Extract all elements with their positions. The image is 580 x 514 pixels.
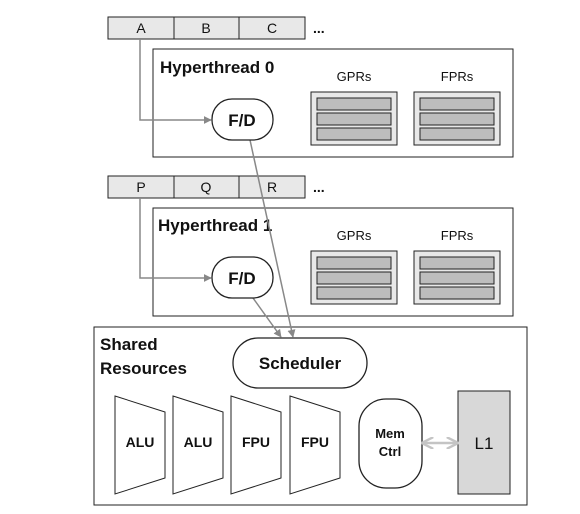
hyperthread-1: Hyperthread 1 GPRs FPRs [152,207,514,317]
fd0-to-scheduler-arrow [249,139,296,338]
l1-label: L1 [475,434,494,453]
queue-1-cell: R [267,179,277,195]
queue-1-cell: Q [201,179,212,195]
instruction-queue-1: P Q R ... [107,175,325,199]
unit-label: ALU [184,434,213,450]
fprs-register-file-0 [413,91,501,146]
unit-label: FPU [242,434,270,450]
shared-title-line2: Resources [100,359,187,378]
execution-unit-alu: ALU [172,395,224,495]
instruction-queue-0: A B C ... [107,16,325,40]
fd-1-label: F/D [228,269,255,288]
queue-0-cell: A [136,20,146,36]
mem-ctrl-line2: Ctrl [379,444,401,459]
execution-unit-fpu: FPU [230,395,282,495]
execution-unit-alu: ALU [114,395,166,495]
queue-0-to-fd-arrow [139,39,212,124]
fprs-label-1: FPRs [441,228,474,243]
queue-1-ellipsis: ... [313,179,325,195]
unit-label: ALU [126,434,155,450]
fetch-decode-1: F/D [211,256,274,299]
queue-0-cell: C [267,20,277,36]
hyperthread-0: Hyperthread 0 GPRs FPRs [152,48,514,158]
mem-ctrl-line1: Mem [375,426,405,441]
execution-unit-fpu: FPU [289,395,341,495]
queue-1-to-fd-arrow [139,198,212,282]
fprs-label-0: FPRs [441,69,474,84]
gprs-register-file-0 [310,91,398,146]
unit-label: FPU [301,434,329,450]
hyperthread-0-title: Hyperthread 0 [160,58,274,77]
shared-resources: Shared Resources Scheduler ALU ALU FPU F… [93,326,528,506]
l1-cache: L1 [457,390,511,495]
queue-0-cell: B [201,20,210,36]
memory-controller: Mem Ctrl [358,398,423,489]
gprs-register-file-1 [310,250,398,305]
queue-1-cell: P [136,179,145,195]
gprs-label-0: GPRs [337,69,372,84]
fprs-register-file-1 [413,250,501,305]
scheduler-label: Scheduler [259,354,342,373]
fd-0-label: F/D [228,111,255,130]
gprs-label-1: GPRs [337,228,372,243]
shared-title-line1: Shared [100,335,158,354]
queue-0-ellipsis: ... [313,20,325,36]
scheduler: Scheduler [232,337,368,389]
connectors [139,39,296,338]
fd1-to-scheduler-arrow [252,297,282,338]
hyperthread-1-title: Hyperthread 1 [158,216,272,235]
fetch-decode-0: F/D [211,98,274,141]
